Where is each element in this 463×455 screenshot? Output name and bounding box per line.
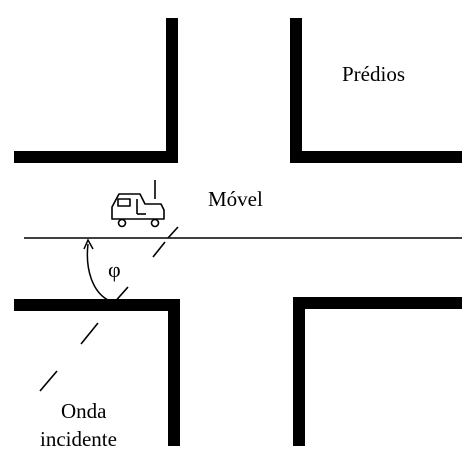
buildings-label: Prédios	[342, 62, 405, 86]
car-icon	[112, 180, 164, 227]
building-top-right	[296, 18, 462, 157]
wave-dash	[168, 227, 178, 238]
wave-dash	[81, 323, 98, 344]
angle-label: φ	[108, 257, 121, 282]
car-wheel-rear	[152, 220, 159, 227]
car-wheel-front	[119, 220, 126, 227]
incident-wave-label-line1: Onda	[61, 399, 107, 423]
building-bottom-left	[14, 305, 174, 446]
incident-wave-label-line2: incidente	[40, 427, 117, 451]
building-top-left	[14, 18, 172, 157]
angle-arc	[87, 244, 108, 300]
building-bottom-right	[299, 303, 462, 446]
wave-dash	[153, 242, 165, 257]
car-window	[118, 199, 130, 206]
wave-dash	[40, 371, 57, 391]
arc-arrow-icon	[84, 240, 108, 300]
mobile-label: Móvel	[208, 187, 263, 211]
